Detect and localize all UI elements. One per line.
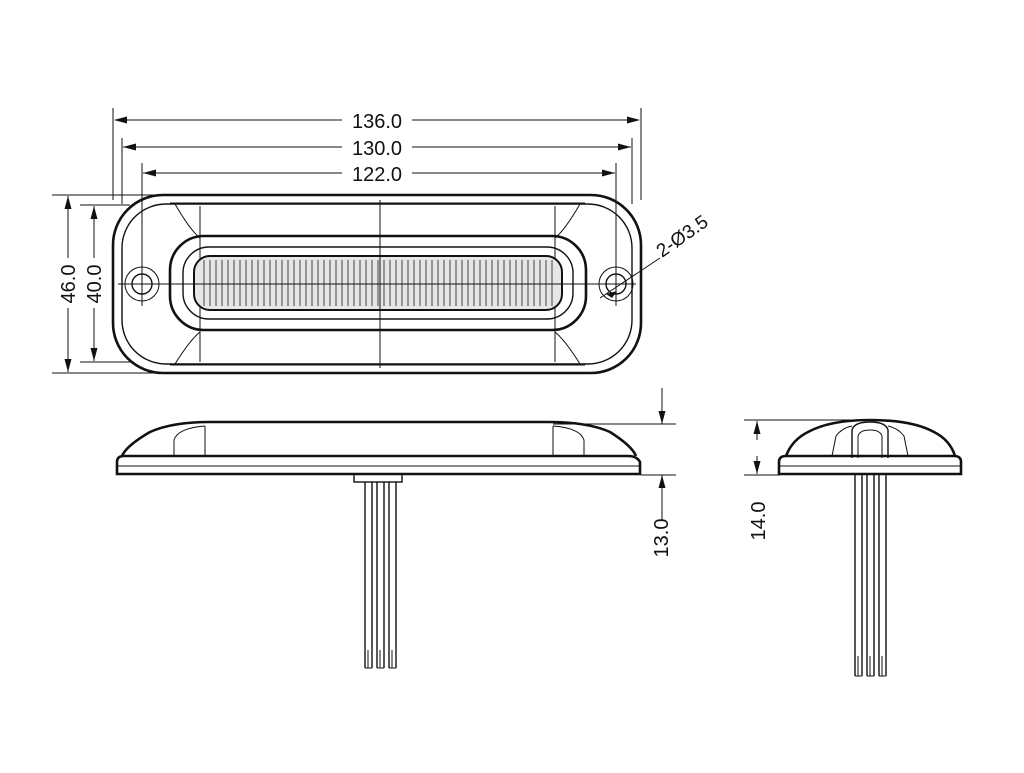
- arrowhead: [618, 143, 631, 151]
- arrowhead: [658, 475, 666, 488]
- arrowhead: [658, 411, 666, 424]
- end-view: [777, 418, 963, 677]
- end-dome-body: [784, 418, 957, 457]
- arrowhead: [64, 196, 72, 209]
- arrowhead: [753, 421, 761, 434]
- side-cable-gland: [353, 473, 403, 483]
- dim-overall-width: 46.0: [58, 265, 80, 304]
- led-strip-ribs: [203, 260, 553, 306]
- extension-lines-horizontal: [112, 108, 642, 262]
- end-wires: [854, 474, 887, 676]
- side-dome-inner: [173, 425, 585, 456]
- arrowhead: [90, 348, 98, 361]
- arrowhead: [602, 169, 615, 177]
- arrowhead: [123, 143, 136, 151]
- side-view: [115, 420, 642, 669]
- end-dome-inner: [831, 425, 909, 457]
- hole-callout-leader: [599, 257, 661, 299]
- arrowhead: [90, 206, 98, 219]
- arrowhead: [143, 169, 156, 177]
- arrowhead: [114, 116, 127, 124]
- arrowhead: [64, 359, 72, 372]
- top-view-dimensions: 136.0 130.0 122.0 46.0 40.0 2-Ø3.5: [52, 108, 713, 374]
- side-dome-body: [120, 420, 638, 457]
- side-lens-edges: [204, 426, 554, 456]
- end-view-dimensions: 14.0: [744, 419, 850, 541]
- arrowhead: [606, 291, 617, 298]
- end-extension-lines: [744, 419, 850, 476]
- end-base-flange: [777, 454, 963, 476]
- dim-hole-spacing: 122.0: [352, 164, 402, 186]
- dim-end-height: 14.0: [748, 502, 770, 541]
- lens-frame: [168, 234, 588, 332]
- arrowhead: [753, 461, 761, 474]
- side-wires: [364, 482, 397, 668]
- top-view: [111, 193, 643, 375]
- side-view-dimensions: 13.0: [553, 388, 676, 557]
- end-wire-ends: [855, 656, 886, 677]
- end-lens-window-inner: [857, 429, 883, 458]
- lens-frame-inner: [182, 246, 574, 320]
- housing-face-edge: [170, 202, 585, 366]
- side-base-flange: [115, 454, 642, 476]
- dim-inner-width: 40.0: [84, 265, 106, 304]
- arrowhead: [627, 116, 640, 124]
- dim-base-length: 130.0: [352, 138, 402, 160]
- end-lens-window: [851, 421, 889, 458]
- dim-side-height: 13.0: [651, 519, 673, 558]
- side-extension-lines: [553, 423, 676, 476]
- hole-callout: 2-Ø3.5: [653, 212, 713, 263]
- housing-outer-outline: [111, 193, 643, 375]
- dim-overall-length: 136.0: [352, 111, 402, 133]
- extension-lines-vertical: [52, 194, 170, 374]
- side-wire-ends: [365, 650, 396, 669]
